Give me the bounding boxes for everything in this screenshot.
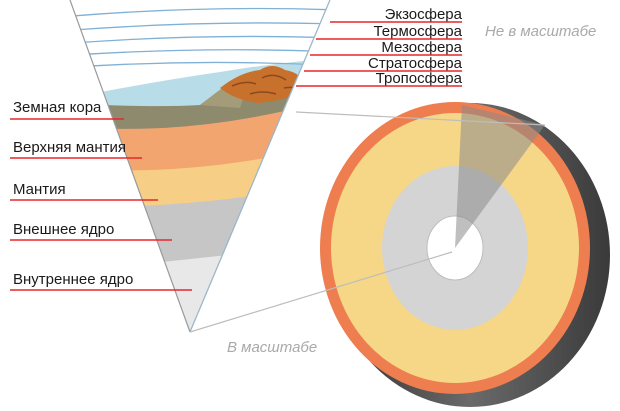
label-outer-core: Внешнее ядро (13, 221, 114, 238)
atmosphere-labels: Экзосфера Термосфера Мезосфера Стратосфе… (296, 6, 463, 87)
label-upper-mantle: Верхняя мантия (13, 139, 126, 156)
connector-lines (189, 111, 546, 333)
wedge-cut-out (455, 105, 545, 248)
earth-labels: Земная кора Верхняя мантия Мантия Внешне… (10, 99, 192, 291)
label-mesosphere: Мезосфера (381, 39, 462, 56)
label-inner-core: Внутреннее ядро (13, 271, 133, 288)
label-crust: Земная кора (13, 99, 102, 116)
label-troposphere: Тропосфера (376, 70, 463, 87)
note-to-scale: В масштабе (227, 339, 317, 356)
label-mantle: Мантия (13, 181, 66, 198)
label-thermosphere: Термосфера (373, 23, 462, 40)
label-stratosphere: Стратосфера (368, 55, 463, 72)
label-exosphere: Экзосфера (385, 6, 463, 23)
wedge-mountain (220, 66, 310, 103)
note-not-to-scale: Не в масштабе (485, 23, 596, 40)
earth-cross-section-disc (320, 102, 610, 407)
wedge-edges (69, 0, 331, 333)
